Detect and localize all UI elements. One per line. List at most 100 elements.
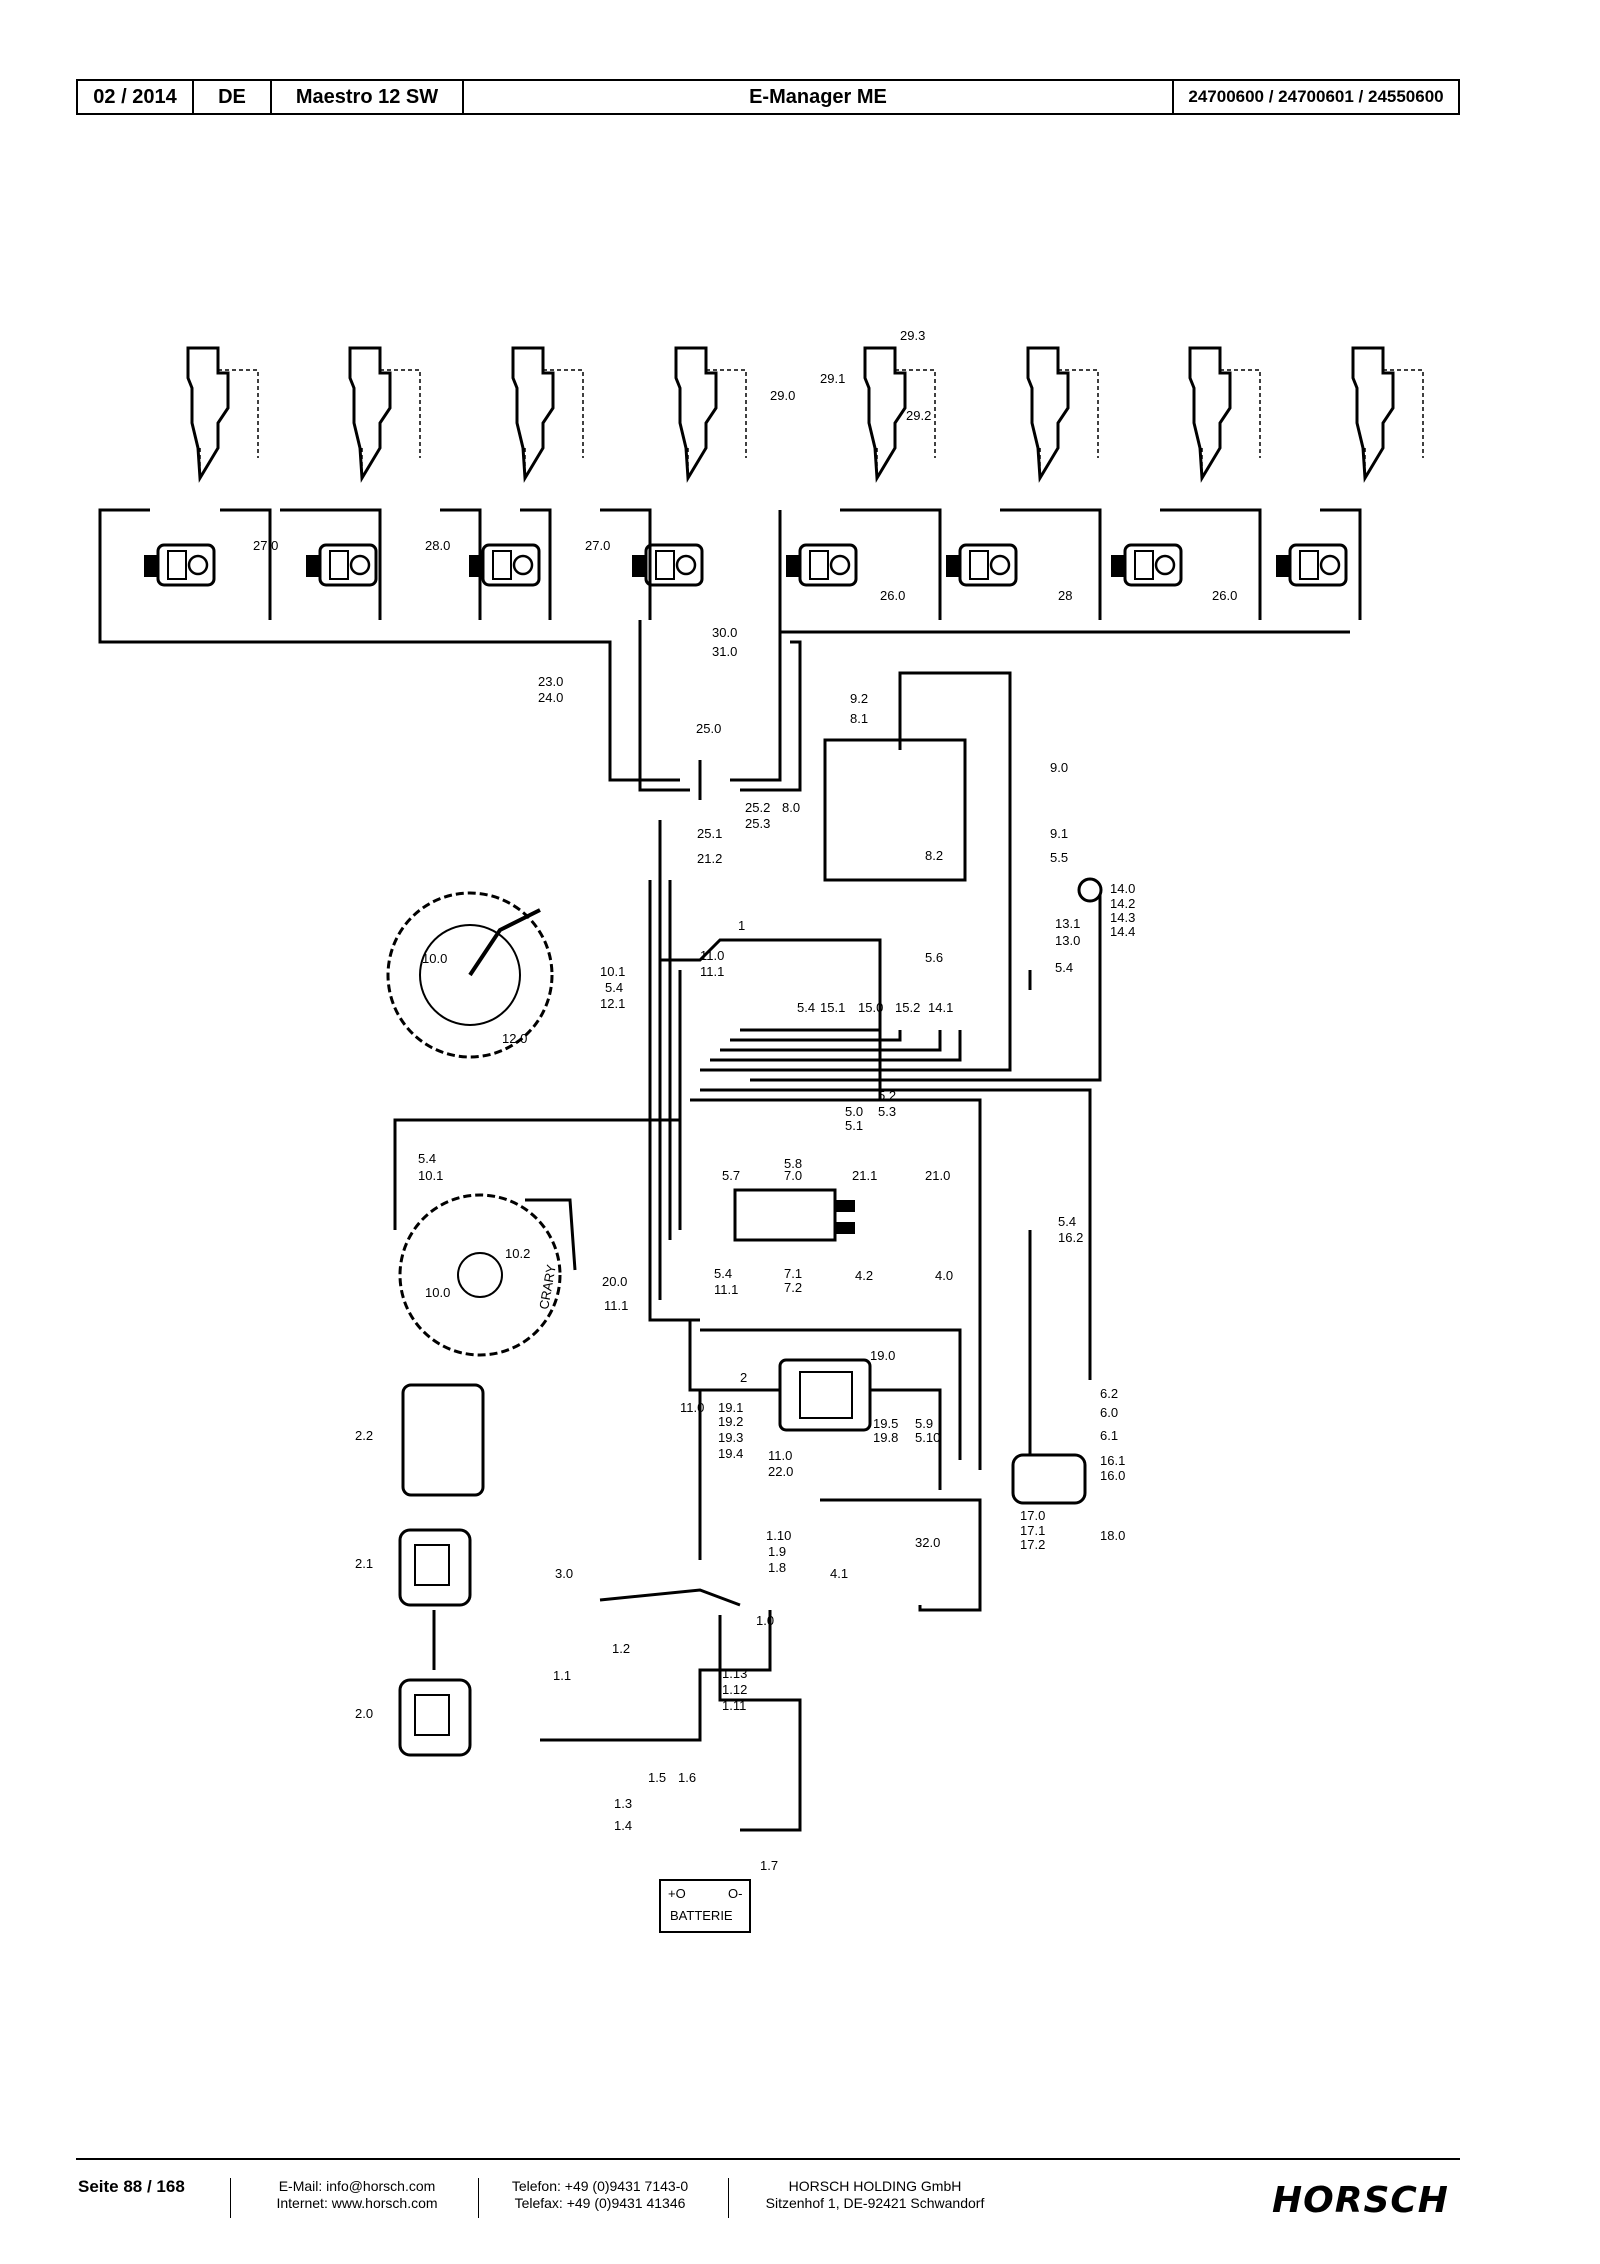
label: 1.0	[756, 1613, 774, 1628]
footer-fax: Telefax: +49 (0)9431 41346	[514, 2195, 686, 2211]
label: 8.2	[925, 848, 943, 863]
label: 1.13	[722, 1666, 747, 1681]
label: 6.2	[1100, 1386, 1118, 1401]
label: 17.0	[1020, 1508, 1045, 1523]
label: 5.4	[797, 1000, 815, 1015]
label: 1.6	[678, 1770, 696, 1785]
header-date: 02 / 2014	[78, 81, 194, 113]
label: 10.2	[505, 1246, 530, 1261]
label: 9.1	[1050, 826, 1068, 841]
cables	[98, 508, 1362, 1832]
battery-minus: O-	[728, 1886, 742, 1901]
label: 7.2	[784, 1280, 802, 1295]
footer-phone-block: Telefon: +49 (0)9431 7143-0 Telefax: +49…	[510, 2178, 690, 2212]
label: 17.1	[1020, 1523, 1045, 1538]
label: 27.0	[253, 538, 278, 553]
label: 10.0	[425, 1285, 450, 1300]
label: 10.1	[418, 1168, 443, 1183]
footer-internet[interactable]: Internet: www.horsch.com	[276, 2195, 438, 2211]
label: 7.0	[784, 1168, 802, 1183]
label: 5.10	[915, 1430, 940, 1445]
footer-company-block: HORSCH HOLDING GmbH Sitzenhof 1, DE-9242…	[760, 2178, 990, 2212]
label: 28.0	[425, 538, 450, 553]
coulter-row	[186, 346, 1425, 480]
label: 11.1	[604, 1298, 628, 1313]
label: 19.4	[718, 1446, 743, 1461]
terminal-2-2	[401, 1383, 485, 1497]
label: 4.0	[935, 1268, 953, 1283]
label: 10.0	[422, 951, 447, 966]
label: 14.4	[1110, 924, 1135, 939]
footer-rule	[76, 2158, 1460, 2160]
label: 12.0	[502, 1031, 527, 1046]
footer-separator	[230, 2178, 231, 2218]
label: 19.2	[718, 1414, 743, 1429]
label: 18.0	[1100, 1528, 1125, 1543]
label: 10.1	[600, 964, 625, 979]
label: 9.0	[1050, 760, 1068, 775]
label: 26.0	[1212, 588, 1237, 603]
label: 15.2	[895, 1000, 920, 1015]
label: 24.0	[538, 690, 563, 705]
label: 3.0	[555, 1566, 573, 1581]
label: 19.3	[718, 1430, 743, 1445]
valve-row	[142, 543, 1348, 587]
label: 11.1	[714, 1282, 738, 1297]
label: 5.1	[845, 1118, 863, 1133]
label: 5.4	[418, 1151, 436, 1166]
label: 21.2	[697, 851, 722, 866]
label: 1.4	[614, 1818, 632, 1833]
footer-contact: E-Mail: info@horsch.com Internet: www.ho…	[262, 2178, 452, 2212]
label: 6.1	[1100, 1428, 1118, 1443]
label: 31.0	[712, 644, 737, 659]
label: 5.4	[1058, 1214, 1076, 1229]
label: 22.0	[768, 1464, 793, 1479]
blower-2	[398, 1193, 577, 1357]
label: 16.0	[1100, 1468, 1125, 1483]
label: 1.5	[648, 1770, 666, 1785]
footer-address: Sitzenhof 1, DE-92421 Schwandorf	[765, 2195, 985, 2211]
label: 8.1	[850, 711, 868, 726]
label: 1.7	[760, 1858, 778, 1873]
label: 25.3	[745, 816, 770, 831]
label: 23.0	[538, 674, 563, 689]
label: 27.0	[585, 538, 610, 553]
label: 14.3	[1110, 910, 1135, 925]
label: 4.1	[830, 1566, 848, 1581]
label: 14.0	[1110, 881, 1135, 896]
label: 5.9	[915, 1416, 933, 1431]
label: 5.3	[878, 1104, 896, 1119]
label: 15.0	[858, 1000, 883, 1015]
label: 2	[740, 1370, 747, 1385]
footer-email[interactable]: E-Mail: info@horsch.com	[278, 2178, 436, 2194]
label: 11.0	[680, 1400, 704, 1415]
label: 5.7	[722, 1168, 740, 1183]
label: 29.2	[906, 408, 931, 423]
label: 1.2	[612, 1641, 630, 1656]
label: 29.0	[770, 388, 795, 403]
label: 19.5	[873, 1416, 898, 1431]
label: 5.5	[1050, 850, 1068, 865]
footer-company: HORSCH HOLDING GmbH	[788, 2178, 962, 2194]
label: 9.2	[850, 691, 868, 706]
label: 11.0	[700, 948, 724, 963]
label: 11.1	[700, 964, 724, 979]
label: 2.0	[355, 1706, 373, 1721]
label: 1.12	[722, 1682, 747, 1697]
label: 25.2	[745, 800, 770, 815]
label: 5.4	[605, 980, 623, 995]
label: 20.0	[602, 1274, 627, 1289]
battery-plus: +O	[668, 1886, 686, 1901]
header-title: E-Manager ME	[464, 81, 1174, 113]
label: 19.8	[873, 1430, 898, 1445]
label: 32.0	[915, 1535, 940, 1550]
label: 1.1	[553, 1668, 571, 1683]
page-number: Seite 88 / 168	[78, 2177, 185, 2196]
label: 16.1	[1100, 1453, 1125, 1468]
label: 2.2	[355, 1428, 373, 1443]
battery-label: BATTERIE	[670, 1908, 733, 1923]
label: 5.4	[1055, 960, 1073, 975]
label: 6.0	[1100, 1405, 1118, 1420]
junction-box	[823, 738, 967, 882]
